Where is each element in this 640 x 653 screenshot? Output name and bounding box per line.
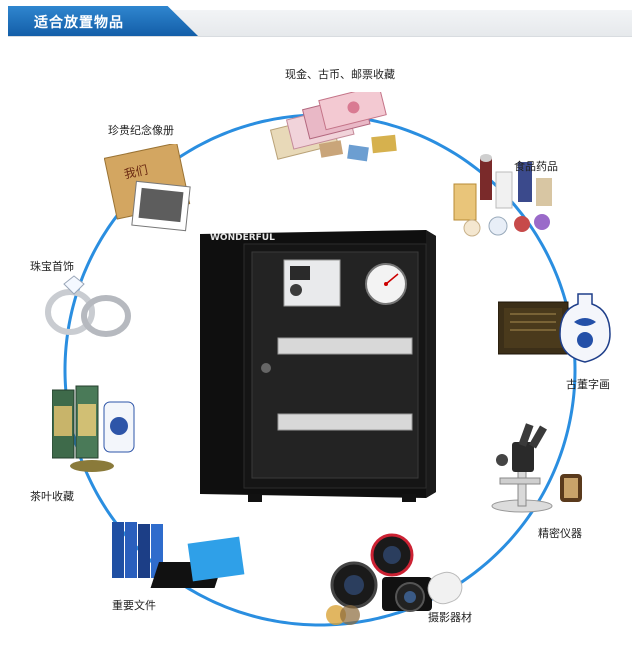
page-title: 适合放置物品 xyxy=(34,15,124,31)
item-label-instrument: 精密仪器 xyxy=(538,527,582,540)
item-label-camera: 摄影器材 xyxy=(428,611,472,624)
banknotes-icon xyxy=(262,84,412,164)
dry-cabinet: WONDERFUL xyxy=(190,222,450,512)
item-label-tea: 茶叶收藏 xyxy=(30,490,74,503)
header-tab xyxy=(8,6,198,36)
camera-lens-icon xyxy=(318,527,468,625)
item-label-documents: 重要文件 xyxy=(112,599,156,612)
cabinet-brand: WONDERFUL xyxy=(210,233,275,243)
medicine-bottles-icon xyxy=(448,148,558,240)
folders-icon xyxy=(112,522,252,592)
item-label-banknotes: 现金、古币、邮票收藏 xyxy=(285,68,395,81)
rings-icon xyxy=(40,270,136,342)
item-label-medicine: 食品药品 xyxy=(514,160,558,173)
item-label-jewelry: 珠宝首饰 xyxy=(30,260,74,273)
item-label-album: 珍贵纪念像册 xyxy=(108,124,174,137)
svg-text:我们: 我们 xyxy=(123,162,150,182)
item-label-antique: 古董字画 xyxy=(566,378,610,391)
microscope-icon xyxy=(482,420,590,516)
photo-album-icon: 我们 xyxy=(103,142,208,236)
antique-vase-icon xyxy=(497,288,616,370)
tea-cans-icon xyxy=(51,380,138,476)
